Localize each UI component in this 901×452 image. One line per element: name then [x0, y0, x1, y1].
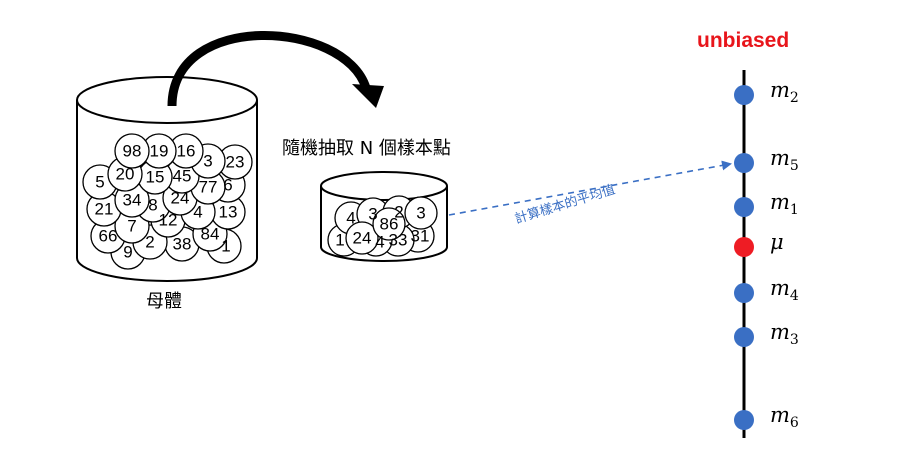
- ball-number: 4: [346, 209, 355, 228]
- sample-mean-label: m6: [770, 403, 799, 431]
- ball-number: 24: [353, 229, 372, 248]
- sample-mean-label: m3: [770, 320, 799, 348]
- sample-ball-numbers: 4 3 2 86 3 1 24 4 33 31: [335, 203, 429, 252]
- point-subscript: 6: [789, 415, 799, 432]
- point-subscript: 1: [789, 202, 799, 219]
- point-symbol: m: [770, 276, 790, 300]
- ball-number: 9: [123, 243, 132, 262]
- sample-mean-point: [734, 327, 754, 347]
- sample-ball: [404, 196, 438, 230]
- point-subscript: 5: [789, 158, 799, 175]
- ball-number: 3: [416, 204, 425, 223]
- ball-number: 16: [177, 142, 196, 161]
- sample-jar-rim: [320, 171, 448, 201]
- ball-number: 3: [203, 152, 212, 171]
- ball-number: 77: [199, 178, 218, 197]
- ball-number: 45: [173, 167, 192, 186]
- ball-number: 31: [411, 227, 430, 246]
- sample-mean-point: [734, 85, 754, 105]
- population-balls: [82, 133, 253, 270]
- ball-number: 15: [146, 168, 165, 187]
- ball-number: 5: [95, 173, 104, 192]
- ball-number: 20: [116, 165, 135, 184]
- ball-number: 84: [201, 225, 220, 244]
- point-symbol: m: [770, 320, 790, 344]
- sample-mean-label: m4: [770, 276, 799, 304]
- ball-number: 86: [380, 215, 399, 234]
- mean-arrow: [448, 160, 732, 216]
- ball-number: 4: [193, 203, 202, 222]
- sample-mean-point: [734, 410, 754, 430]
- point-symbol: m: [770, 146, 790, 170]
- sample-mean-point: [734, 153, 754, 173]
- ball-number: 38: [173, 235, 192, 254]
- ball-number: 6: [223, 176, 232, 195]
- ball-number: 23: [226, 153, 245, 172]
- ball-number: 3: [368, 205, 377, 224]
- population-jar-rim: [76, 76, 258, 124]
- sample-ball: [345, 221, 379, 255]
- population-label: 母體: [146, 291, 182, 312]
- ball-number: 1: [335, 231, 344, 250]
- sample-mean-label: m5: [770, 146, 799, 174]
- sample-balls: [327, 195, 438, 257]
- point-symbol: m: [770, 403, 790, 427]
- ball-number: 98: [123, 142, 142, 161]
- population-ball: [114, 133, 150, 169]
- axis-points: [734, 85, 754, 430]
- ball-number: 12: [159, 211, 178, 230]
- ball-number: 4: [375, 233, 384, 252]
- sampling-label: 隨機抽取 N 個樣本點: [282, 138, 451, 159]
- mu-label: μ: [770, 230, 784, 254]
- unbiased-title: unbiased: [697, 29, 790, 52]
- point-subscript: 3: [789, 332, 799, 349]
- population-ball-numbers: 98 19 16 3 23 20 15 45 77 6 5 34 8 24 21…: [95, 142, 245, 262]
- ball-number: 24: [171, 189, 190, 208]
- ball-number: 33: [389, 231, 408, 250]
- ball-number: 1: [221, 237, 230, 256]
- ball-number: 34: [123, 191, 142, 210]
- sample-mean-point: [734, 197, 754, 217]
- ball-number: 8: [148, 196, 157, 215]
- sample-ball: [372, 207, 406, 241]
- ball-number: 19: [150, 142, 169, 161]
- ball-number: 2: [145, 233, 154, 252]
- point-symbol: μ: [770, 230, 784, 254]
- ball-number: 7: [127, 217, 136, 236]
- point-subscript: 4: [789, 288, 799, 305]
- sample-mean-label: m1: [770, 190, 799, 218]
- ball-number: 2: [394, 203, 403, 222]
- curved-arrow: [167, 31, 384, 108]
- point-subscript: 2: [789, 90, 799, 107]
- sample-mean-label: m2: [770, 78, 799, 106]
- ball-number: 66: [99, 227, 118, 246]
- point-symbol: m: [770, 190, 790, 214]
- ball-number: 13: [219, 203, 238, 222]
- ball-number: 21: [95, 200, 114, 219]
- point-symbol: m: [770, 78, 790, 102]
- sample-mean-point: [734, 283, 754, 303]
- mu-point: [734, 237, 754, 257]
